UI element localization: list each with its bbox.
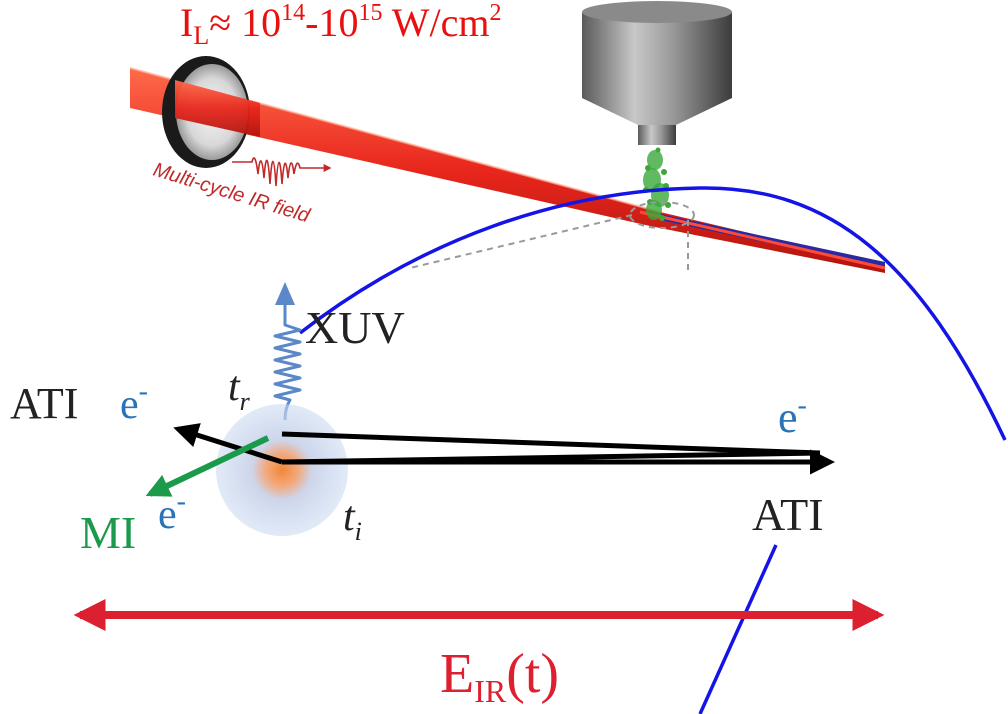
mi-label: MI: [80, 507, 136, 558]
focusing-optic: [162, 56, 260, 168]
intensity-unit: W/cm: [383, 0, 490, 45]
electron-trajectories: [145, 423, 835, 497]
e-mi-label: e-: [158, 486, 186, 538]
blue-line: [698, 544, 778, 714]
focus-zoom-guides: [409, 201, 695, 272]
ti-label: ti: [343, 494, 362, 546]
atom: [216, 404, 348, 536]
xuv-emission-icon: [273, 282, 302, 421]
xuv-label: XUV: [305, 302, 405, 353]
intensity-exp1: 14: [281, 0, 305, 26]
e-right-label: e-: [778, 390, 807, 442]
intensity-exp2: 15: [359, 0, 383, 26]
eir-label: EIR(t): [440, 643, 559, 709]
intensity-relation: ≈ 10: [209, 0, 281, 45]
intensity-subscript: L: [193, 21, 209, 50]
blue-arc-curve: [298, 186, 1007, 441]
intensity-formula: IL≈ 1014-1015 W/cm2: [180, 0, 502, 50]
gas-jet: [643, 147, 671, 221]
e-left-label: e-: [120, 376, 148, 428]
intensity-unit-exp: 2: [490, 0, 502, 26]
intensity-dash: -10: [305, 0, 358, 45]
tr-label: tr: [228, 364, 251, 416]
intensity-symbol: I: [180, 0, 193, 45]
gas-nozzle: [582, 1, 732, 145]
ati-left-label: ATI: [10, 379, 78, 428]
ir-pulse-icon: [232, 157, 332, 187]
ati-right-label: ATI: [752, 489, 824, 540]
